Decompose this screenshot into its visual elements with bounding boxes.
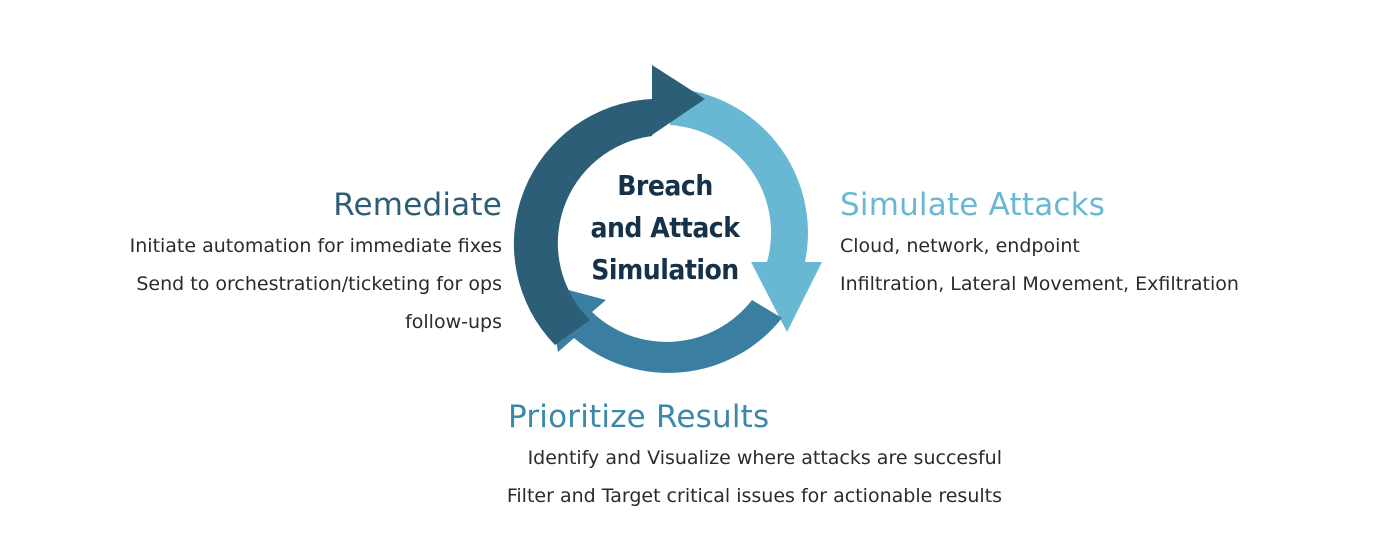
prioritize-block: Prioritize Results Identify and Visualiz… <box>380 397 1002 515</box>
cycle-arrow-remediate <box>513 65 705 345</box>
center-title: Breach and Attack Simulation <box>575 165 755 291</box>
cycle-arrow-simulate <box>670 88 822 332</box>
simulate-line-2: Infiltration, Lateral Movement, Exfiltra… <box>840 273 1239 295</box>
remediate-line-3: follow-ups <box>405 311 502 333</box>
simulate-line-1: Cloud, network, endpoint <box>840 235 1080 257</box>
prioritize-line-2: Filter and Target critical issues for ac… <box>506 485 1002 507</box>
remediate-line-1: Initiate automation for immediate fixes <box>129 235 502 257</box>
remediate-line-2: Send to orchestration/ticketing for ops <box>136 273 502 295</box>
center-title-line-3: Simulation <box>591 253 739 286</box>
center-title-line-1: Breach <box>617 169 713 202</box>
remediate-block: Remediate Initiate automation for immedi… <box>130 185 502 341</box>
prioritize-line-1: Identify and Visualize where attacks are… <box>527 447 1002 469</box>
center-title-line-2: and Attack <box>590 211 741 244</box>
cycle-arrow-prioritize <box>546 284 782 373</box>
simulate-block: Simulate Attacks Cloud, network, endpoin… <box>840 185 1239 303</box>
remediate-heading: Remediate <box>333 187 502 223</box>
simulate-heading: Simulate Attacks <box>840 187 1106 223</box>
prioritize-heading: Prioritize Results <box>508 399 770 435</box>
